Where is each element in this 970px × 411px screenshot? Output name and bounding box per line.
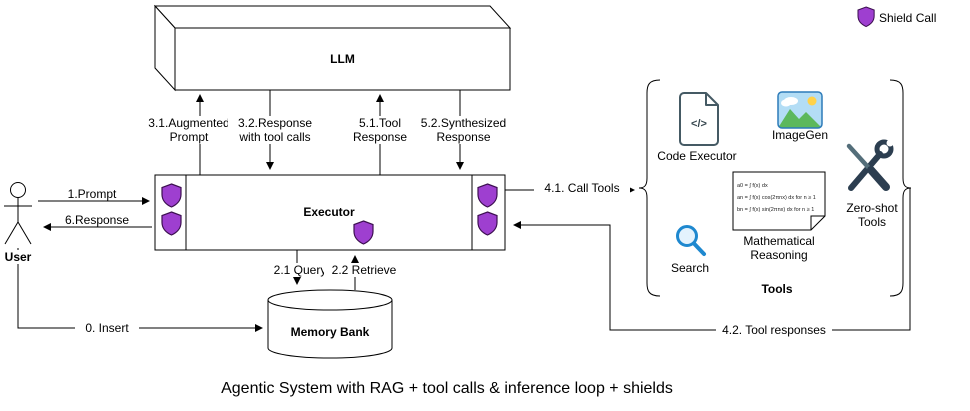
edge-label-tool-response: 5.1.Tool Response [338,116,422,144]
tool-label-line: Mathematical [743,234,815,248]
edge-label-line: Response [352,130,408,144]
tool-label-line: Tools [857,215,886,229]
memory-bank-label: Memory Bank [290,325,370,339]
formula-line: bn = ∫ f(x) sin(2πnx) dx for n ≥ 1 [737,207,814,213]
arrow-tool-responses [513,188,911,331]
zero-shot-tools-icon [846,139,894,191]
edge-label-line: 3.2.Response [237,116,313,130]
right-brace [889,79,912,297]
tool-label-zero-shot: Zero-shot Tools [832,201,912,229]
left-brace [638,79,661,297]
llm-node [153,4,512,92]
edge-label-insert: 0. Insert [75,321,139,335]
executor-node [154,174,506,251]
tool-label-search: Search [670,261,710,275]
user-actor [4,182,32,245]
math-reasoning-icon: a0 = ∫ f(x) dx an = ∫ f(x) cos(2πnx) dx … [732,171,826,231]
edge-label-response: 6.Response [64,213,130,227]
code-icon-glyph: </> [691,118,707,130]
imagegen-icon [777,91,823,129]
executor-label: Executor [303,205,355,219]
edge-label-line: 5.1.Tool [358,116,402,130]
arrow-insert [17,248,263,332]
user-label: User [0,250,48,264]
tool-label-line: Reasoning [750,248,808,262]
formula-line: an = ∫ f(x) cos(2πnx) dx for n ≥ 1 [737,195,816,201]
edge-label-response-tool-calls: 3.2.Response with tool calls [228,116,322,144]
tool-label-imagegen: ImageGen [771,128,829,142]
diagram-title: Agentic System with RAG + tool calls & i… [221,380,673,397]
edge-label-line: Prompt [169,130,209,144]
edge-label-retrieve: 2.2 Retrieve [324,263,404,277]
edge-label-query: 2.1 Query [265,263,335,277]
legend-shield-icon [857,6,875,28]
formula-line: a0 = ∫ f(x) dx [737,183,768,189]
edge-label-augmented-prompt: 3.1.Augmented Prompt [142,116,236,144]
tool-label-line: Zero-shot [846,201,898,215]
tool-label-math-reasoning: Mathematical Reasoning [734,234,824,262]
edge-label-tool-responses: 4.2. Tool responses [716,323,832,337]
edge-label-line: with tool calls [239,130,311,144]
tools-group-label: Tools [761,282,793,296]
edge-label-synthesized-response: 5.2.Synthesized Response [414,116,513,144]
edge-label-line: Response [436,130,491,144]
edge-label-prompt: 1.Prompt [67,187,117,201]
legend-label: Shield Call [879,11,937,25]
edge-label-line: 5.2.Synthesized [420,116,507,130]
code-executor-icon: </> [679,92,719,146]
search-icon [676,225,706,256]
edge-label-line: 3.1.Augmented [148,116,230,130]
llm-label: LLM [330,52,355,66]
edge-label-call-tools: 4.1. Call Tools [534,181,630,195]
tool-label-code-executor: Code Executor [657,149,737,163]
memory-bank-node [267,289,393,359]
